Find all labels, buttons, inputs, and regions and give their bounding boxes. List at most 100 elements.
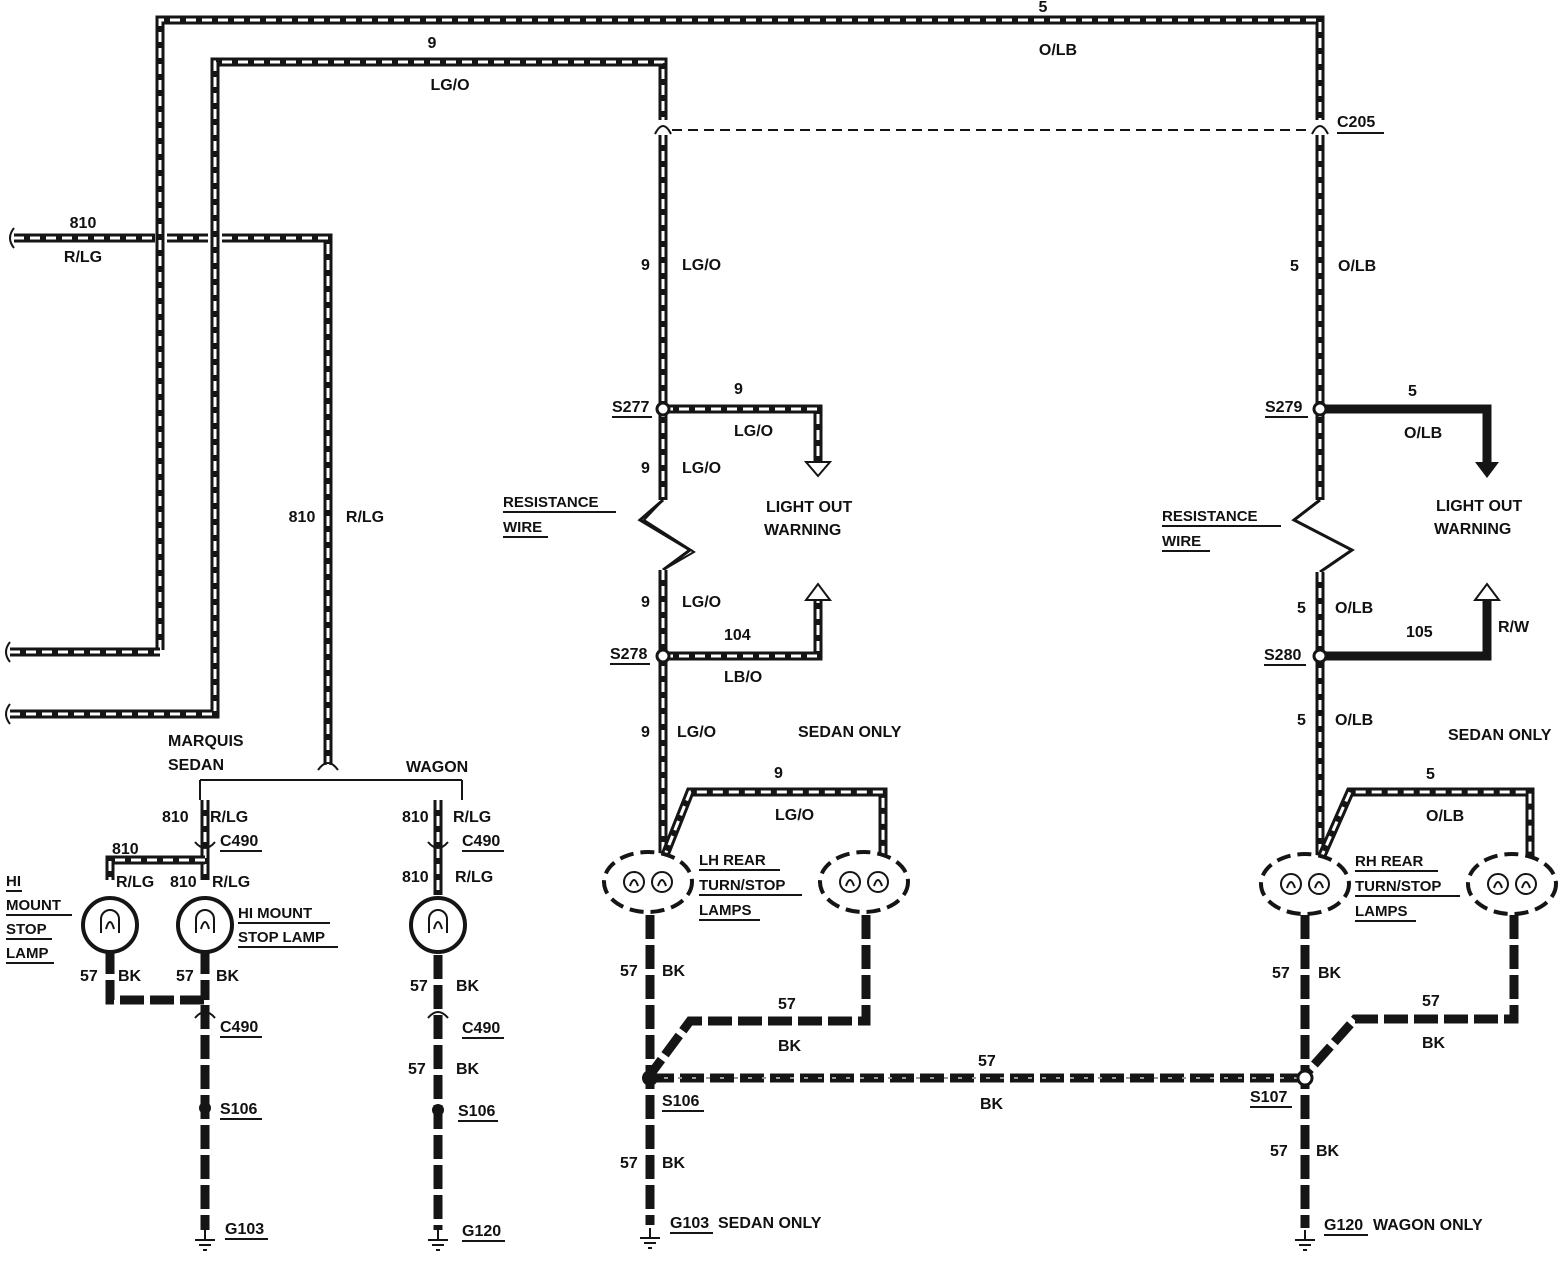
rh-rear-lamp-1 [1259,852,1351,916]
label-r-olbb: O/LB [1335,600,1373,617]
label-r-5b: 5 [1297,600,1306,617]
label-r-g120-note: WAGON ONLY [1373,1217,1483,1234]
label-m-lgoa: LG/O [682,257,721,274]
wire-810-rlg [14,233,333,765]
label-ls-57a: 57 [80,968,98,985]
label-bus-bk: BK [980,1096,1004,1113]
label-r-57b: 57 [1422,993,1440,1010]
ground-g103-left [194,1229,216,1251]
label-w-s106: S106 [458,1103,495,1120]
label-810-mid: 810 [289,509,316,526]
label-w-c490-bot: C490 [462,1020,500,1037]
label-w-bkb: BK [456,1061,480,1078]
label-s278: S278 [610,646,647,663]
label-m-lgob: LG/O [682,460,721,477]
lh-rear-lamp-1 [602,850,694,914]
label-m-lgoc: LG/O [682,594,721,611]
label-c205: C205 [1337,114,1375,131]
label-s278-lbo: LB/O [724,669,762,686]
label-ls-g103: G103 [225,1221,264,1238]
label-ls-rlga: R/LG [210,809,248,826]
label-s277-9: 9 [734,381,743,398]
svg-text:LH REAR: LH REAR [699,852,766,869]
label-s277-lgo: LG/O [734,423,773,440]
label-s279-olb: O/LB [1404,425,1442,442]
label-m-9a: 9 [641,257,650,274]
label-r-5c: 5 [1297,712,1306,729]
label-ls-side-810: 810 [112,841,139,858]
label-m-lamp-9: 9 [774,765,783,782]
label-m-bka: BK [662,963,686,980]
label-s278-104: 104 [724,627,751,644]
label-ls-c490-bot: C490 [220,1019,258,1036]
label-w-c490-top: C490 [462,833,500,850]
label-w-57a: 57 [410,978,428,995]
label-m-g103-note: SEDAN ONLY [718,1215,822,1232]
label-ls-810b: 810 [170,874,197,891]
label-m-9b: 9 [641,460,650,477]
label-w-g120: G120 [462,1223,501,1240]
label-r-olbc: O/LB [1335,712,1373,729]
label-s280-105: 105 [1406,624,1433,641]
label-m-light-out: LIGHT OUT [766,499,852,516]
svg-text:LAMP: LAMP [6,945,49,962]
label-s280-rw: R/W [1498,619,1530,636]
svg-text:RH REAR: RH REAR [1355,853,1424,870]
label-w-810a: 810 [402,809,429,826]
label-rlg-mid: R/LG [346,509,384,526]
label-r-5a: 5 [1290,258,1299,275]
label-r-wire: WIRE [1162,533,1201,550]
label-m-warning: WARNING [764,522,841,539]
rh-circuit [1291,135,1535,862]
lh-ground-circuit [642,915,1305,1225]
label-ls-bkb: BK [216,968,240,985]
label-m-lamp-lgo: LG/O [775,807,814,824]
label-r-g120: G120 [1324,1217,1363,1234]
svg-text:TURN/STOP: TURN/STOP [699,877,785,894]
label-s279-5: 5 [1408,383,1417,400]
hi-mount-stop-lamp-left [81,896,139,954]
wire-9-lgo [10,57,668,719]
lh-rear-lamp-2 [818,850,910,914]
label-top-9: 9 [428,35,437,52]
label-ls-bka: BK [118,968,142,985]
label-w-bka: BK [456,978,480,995]
label-ls-side-rlg: R/LG [116,874,154,891]
label-wagon: WAGON [406,759,468,776]
label-ls-810a: 810 [162,809,189,826]
label-m-57c: 57 [620,1155,638,1172]
wire-5-olb [155,15,1325,650]
label-rlg-left: R/LG [64,249,102,266]
label-s277: S277 [612,399,649,416]
svg-text:HI: HI [6,873,21,890]
label-m-lgod: LG/O [677,724,716,741]
label-marquis: MARQUIS [168,733,244,750]
label-r-57c: 57 [1270,1143,1288,1160]
rh-ground-circuit [1296,915,1519,1228]
label-m-bkc: BK [662,1155,686,1172]
marquis-branch [105,800,216,1230]
c205-rh-connector [1311,125,1329,135]
svg-text:LAMPS: LAMPS [699,902,752,919]
c205-lh-connector [654,125,672,135]
label-r-bka: BK [1318,965,1342,982]
svg-text:TURN/STOP: TURN/STOP [1355,878,1441,895]
label-r-lamp-5: 5 [1426,766,1435,783]
label-s107: S107 [1250,1089,1287,1106]
label-r-resistance: RESISTANCE [1162,508,1258,525]
hi-mount-mid-label: HI MOUNT STOP LAMP [238,905,338,948]
label-ls-s106: S106 [220,1101,257,1118]
label-top-lgo: LG/O [430,77,469,94]
label-top-5: 5 [1039,0,1048,16]
label-s279: S279 [1265,399,1302,416]
svg-text:MOUNT: MOUNT [6,897,61,914]
label-r-sedan-only: SEDAN ONLY [1448,727,1552,744]
label-w-rlgb: R/LG [455,869,493,886]
label-w-810b: 810 [402,869,429,886]
label-s106: S106 [662,1093,699,1110]
label-m-57b: 57 [778,996,796,1013]
wagon-branch [427,800,449,1230]
ground-g120-wagon [1294,1229,1316,1251]
ground-g103-sedan [639,1227,661,1249]
